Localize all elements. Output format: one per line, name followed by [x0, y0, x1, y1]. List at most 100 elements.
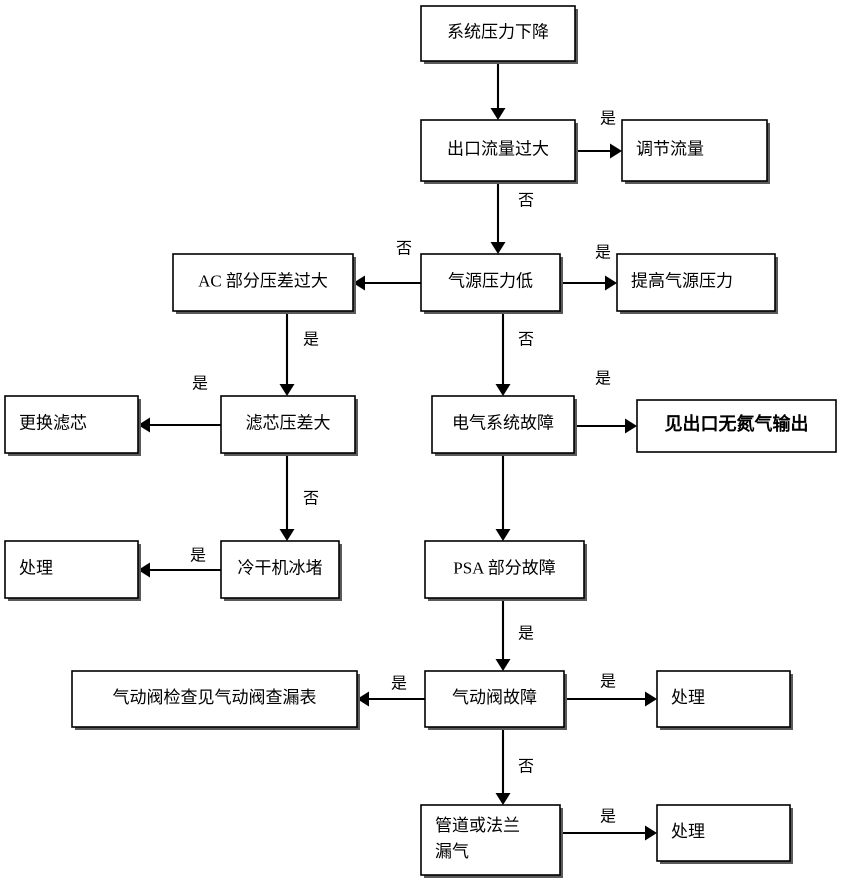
node-box[interactable]	[424, 540, 585, 599]
node-label: 管道或法兰	[435, 816, 520, 835]
node-label: 气动阀检查见气动阀查漏表	[113, 688, 317, 707]
node-box[interactable]	[656, 670, 791, 728]
node-n7[interactable]: 滤芯压差大	[220, 395, 358, 456]
node-n8[interactable]: 更换滤芯	[4, 395, 141, 456]
edge-label-e12: 是	[190, 548, 206, 565]
arrowhead-right-icon	[605, 275, 617, 291]
node-n13[interactable]: PSA 部分故障	[424, 540, 587, 601]
node-label: 系统压力下降	[447, 22, 549, 41]
node-n15[interactable]: 气动阀检查见气动阀查漏表	[71, 670, 360, 730]
edge-n11-to-n12	[138, 562, 221, 578]
edge-n2-to-n4	[490, 181, 506, 254]
edge-label-e13: 是	[518, 626, 534, 643]
edge-label-e3: 否	[518, 193, 534, 210]
edge-label-e10: 否	[303, 491, 319, 508]
edge-label-e6: 是	[303, 332, 319, 349]
arrowhead-down-icon	[495, 793, 511, 805]
edge-label-e17: 是	[600, 809, 616, 826]
edge-label-e9: 是	[595, 371, 611, 388]
node-n3[interactable]: 调节流量	[621, 119, 770, 184]
edge-label-e8: 是	[192, 376, 208, 393]
edge-n7-to-n8	[138, 417, 221, 433]
edge-n4-to-n5	[353, 275, 421, 291]
arrowhead-left-icon	[357, 691, 369, 707]
node-label: 见出口无氮气输出	[665, 413, 809, 434]
edge-n5-to-n7	[279, 311, 295, 396]
node-n14[interactable]: 气动阀故障	[424, 670, 567, 730]
node-n4[interactable]: 气源压力低	[420, 253, 563, 314]
node-box[interactable]	[420, 5, 576, 62]
node-n18[interactable]: 处理	[656, 804, 793, 864]
arrowhead-down-icon	[279, 529, 295, 541]
node-label: 提高气源压力	[631, 271, 733, 290]
edge-n14-to-n15	[357, 691, 425, 707]
node-box[interactable]	[172, 253, 354, 312]
node-n9[interactable]: 电气系统故障	[431, 395, 577, 456]
arrowhead-right-icon	[645, 691, 657, 707]
node-label: 出口流量过大	[447, 139, 549, 158]
node-box[interactable]	[636, 399, 837, 453]
node-box[interactable]	[4, 395, 139, 454]
edge-n14-to-n17	[495, 727, 511, 805]
edge-n4-to-n9	[495, 311, 511, 396]
node-n5[interactable]: AC 部分压差过大	[172, 253, 356, 314]
node-label: 气源压力低	[448, 271, 533, 290]
node-label: 处理	[671, 822, 705, 841]
arrowhead-down-icon	[490, 108, 506, 120]
node-label: 气动阀故障	[452, 688, 537, 707]
node-n6[interactable]: 提高气源压力	[616, 253, 778, 314]
node-box[interactable]	[71, 670, 358, 728]
arrowhead-down-icon	[279, 384, 295, 396]
node-label: 处理	[671, 688, 705, 707]
edge-label-e15: 是	[600, 674, 616, 691]
node-box[interactable]	[616, 253, 776, 312]
edge-n13-to-n14	[495, 598, 511, 671]
edge-n9-to-n10	[574, 418, 637, 434]
edge-label-e2: 是	[600, 111, 616, 128]
node-n10[interactable]: 见出口无氮气输出	[636, 399, 837, 453]
node-label: 漏气	[435, 842, 469, 861]
arrowhead-left-icon	[138, 417, 150, 433]
arrowhead-down-icon	[490, 242, 506, 254]
edges-layer	[138, 61, 657, 841]
edge-n2-to-n3	[575, 143, 622, 159]
node-n16[interactable]: 处理	[656, 670, 793, 730]
node-label: 电气系统故障	[452, 413, 554, 432]
node-box[interactable]	[220, 540, 340, 599]
edge-label-e16: 否	[518, 759, 534, 776]
node-box[interactable]	[621, 119, 768, 182]
node-label: PSA 部分故障	[453, 558, 556, 577]
arrowhead-right-icon	[645, 825, 657, 841]
node-box[interactable]	[424, 670, 565, 728]
node-n12[interactable]: 处理	[4, 540, 141, 601]
node-label: 更换滤芯	[19, 413, 87, 432]
arrowhead-down-icon	[495, 659, 511, 671]
arrowhead-right-icon	[610, 143, 622, 159]
edge-label-e7: 否	[518, 332, 534, 349]
edge-n4-to-n6	[560, 275, 617, 291]
node-n2[interactable]: 出口流量过大	[420, 119, 578, 184]
node-box[interactable]	[420, 119, 576, 182]
edge-label-e5: 是	[595, 245, 611, 262]
edge-n17-to-n18	[560, 825, 657, 841]
arrowhead-right-icon	[625, 418, 637, 434]
node-box[interactable]	[220, 395, 356, 454]
node-box[interactable]	[431, 395, 575, 454]
node-n11[interactable]: 冷干机冰堵	[220, 540, 342, 601]
node-label: 调节流量	[636, 139, 704, 158]
node-box[interactable]	[4, 540, 139, 599]
edge-label-e14: 是	[391, 676, 407, 693]
node-box[interactable]	[420, 804, 561, 876]
node-label: 处理	[19, 558, 53, 577]
arrowhead-left-icon	[138, 562, 150, 578]
node-label: AC 部分压差过大	[198, 271, 328, 290]
edge-n14-to-n16	[564, 691, 657, 707]
edge-n1-to-n2	[490, 61, 506, 120]
node-box[interactable]	[656, 804, 791, 862]
node-box[interactable]	[420, 253, 561, 312]
node-n1[interactable]: 系统压力下降	[420, 5, 578, 64]
